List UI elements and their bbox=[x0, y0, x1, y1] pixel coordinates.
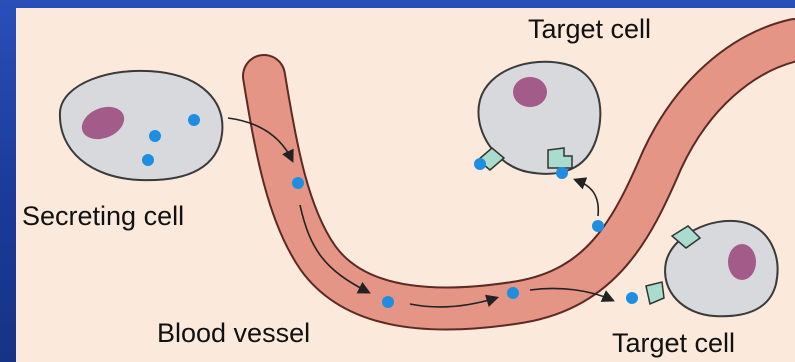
blue-dot-icon bbox=[142, 154, 154, 166]
blue-dot-icon bbox=[626, 292, 638, 304]
target-cell-top bbox=[474, 62, 600, 179]
blue-dot-icon bbox=[382, 296, 394, 308]
label-target-cell-top: Target cell bbox=[528, 14, 651, 44]
blue-dot-icon bbox=[149, 130, 161, 142]
label-secreting-cell: Secreting cell bbox=[22, 201, 184, 231]
label-blood-vessel: Blood vessel bbox=[157, 318, 310, 348]
nucleus bbox=[513, 77, 547, 107]
endocrine-diagram: Secreting cell Blood vessel Target cell … bbox=[16, 8, 795, 362]
receptor-icon bbox=[646, 282, 664, 304]
blue-dot-icon bbox=[556, 167, 568, 179]
nucleus bbox=[728, 244, 756, 280]
blue-dot-icon bbox=[592, 220, 604, 232]
blue-dot-icon bbox=[292, 177, 304, 189]
label-target-cell-bottom: Target cell bbox=[612, 328, 735, 358]
arrow-icon bbox=[576, 180, 598, 216]
blue-dot-icon bbox=[507, 287, 519, 299]
blue-dot-icon bbox=[188, 114, 200, 126]
diagram-panel: Secreting cell Blood vessel Target cell … bbox=[16, 8, 795, 362]
secreting-cell bbox=[60, 71, 222, 180]
blue-dot-icon bbox=[474, 158, 486, 170]
